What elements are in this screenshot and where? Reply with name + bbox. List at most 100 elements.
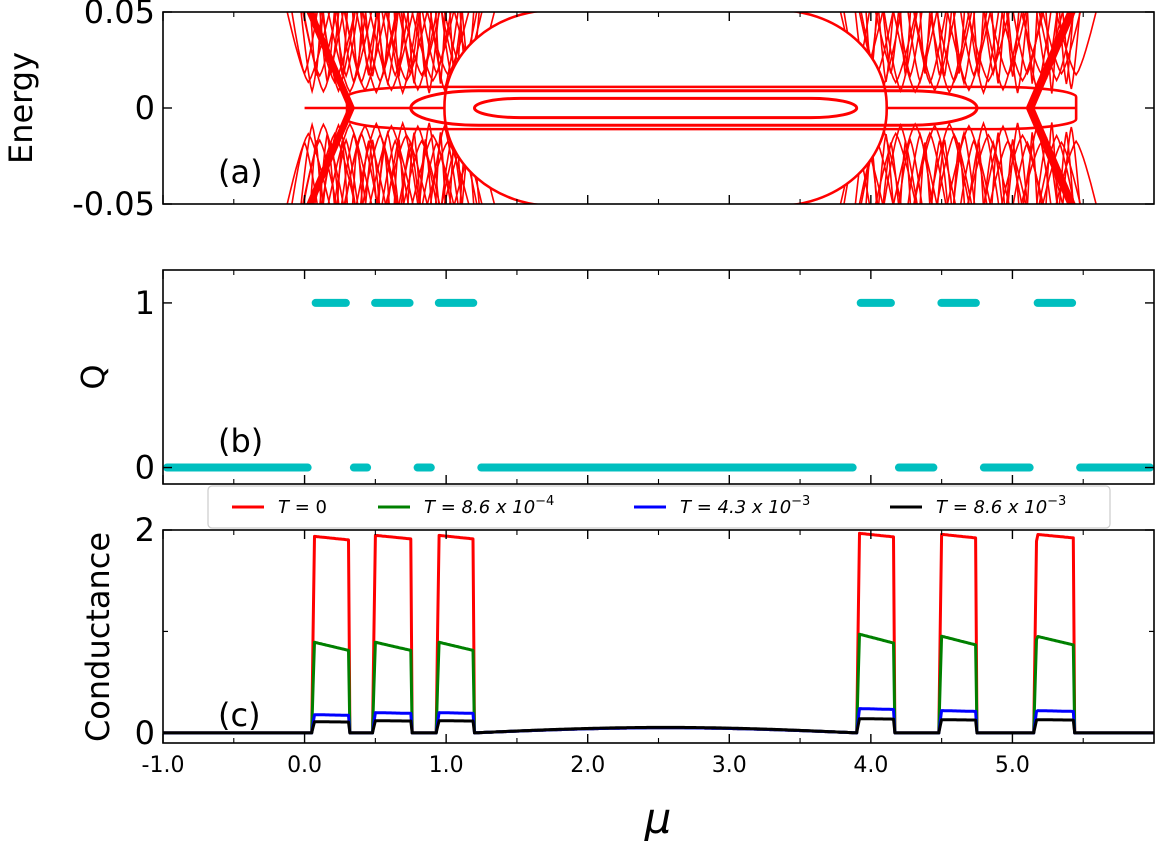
bulk-level-curve [309,12,322,76]
bulk-level-curve [1055,139,1097,204]
panel-c-annotation: (c) [218,696,261,734]
subgap-level-loop [472,96,859,120]
xtick-label-2: 1.0 [429,753,464,778]
legend-item-1: T = 8.6 x 10−4 [378,494,554,518]
bulk-level-curve [336,12,349,76]
bulk-level-curve [936,132,973,204]
legend-label-2: T = 4.3 x 10−3 [680,494,810,518]
bulk-level-curve [959,138,988,204]
bulk-level-curve [1042,12,1082,76]
panel-a-annotation: (a) [218,153,263,191]
bulk-level-curve [907,131,933,204]
legend-value: = 8.6 x 10 [435,497,535,518]
ytick-label-0: 0 [135,714,155,752]
bulk-level-curve [411,12,455,83]
bulk-level-curve [381,12,410,78]
legend-label-1: T = 8.6 x 10−4 [424,494,554,518]
bulk-level-curve [1045,122,1059,204]
energy-levels [286,12,1097,204]
conductance-series-3 [163,717,1154,735]
bulk-level-curve [321,122,356,204]
legend-value: = 4.3 x 10 [691,497,791,518]
bulk-level-curve [319,133,336,204]
bulk-level-curve [946,12,992,92]
ytick-label-1: 1 [135,284,155,322]
ytick-label-1: 2 [135,511,155,549]
ytick-label-2: 0.05 [84,0,155,31]
bulk-level-curve [333,12,359,79]
bulk-level-curve [361,12,399,84]
bulk-level-curve [1005,139,1020,204]
bulk-level-curve [1026,12,1038,84]
bulk-level-curve [991,132,1006,204]
bulk-level-curve [1007,12,1028,94]
panel-a-ylabel: Energy [2,52,40,164]
bulk-level-curve [400,139,421,204]
conductance-curves [163,531,1154,735]
panel-c-xlabel: μ [644,794,672,841]
legend-exponent: −3 [1047,494,1066,509]
panel-a-energy-spectrum: -0.05 0 0.05 Energy (a) [2,0,1155,223]
legend-item-3: T = 8.6 x 10−3 [890,494,1066,518]
ytick-label-0: -0.05 [72,185,155,223]
bulk-level-curve [336,140,349,204]
bulk-level-curve [426,139,470,204]
legend-symbol: T [680,497,693,518]
bulk-level-curve [1055,12,1097,77]
bulk-level-curve [1005,12,1020,77]
panel-b-ticks: 01 [135,270,1154,487]
bulk-level-curve [989,139,1027,204]
bulk-level-curve [411,133,455,204]
panel-b-frame [162,269,1155,485]
bulk-level-curve [983,139,1004,204]
legend-item-2: T = 4.3 x 10−3 [634,494,810,518]
xtick-label-0: -1.0 [142,753,185,778]
xtick-label-1: 0.0 [287,753,322,778]
bulk-level-curve [898,137,923,204]
bulk-level-curve [1026,132,1038,204]
legend-symbol: T [278,497,291,518]
legend-label-3: T = 8.6 x 10−3 [936,494,1066,518]
bulk-level-curve [919,142,931,204]
bulk-level-curve [385,133,428,204]
bulk-level-curve [426,12,470,77]
bulk-level-curve [1038,133,1075,204]
bulk-level-curve [407,132,422,204]
ytick-label-1: 0 [135,89,155,127]
legend-exponent: −3 [791,494,810,509]
outer-subgap-loop [345,85,1078,131]
legend-item-0: T = 0 [232,497,327,518]
subgap-level-loop [409,89,979,127]
bulk-level-curve [919,12,931,74]
bulk-level-curve [1042,140,1082,204]
panel-b-ylabel: Q [74,364,112,389]
bulk-level-curve [359,140,378,204]
panel-b-topological-charge: 01 Q (b) [74,269,1155,487]
legend-symbol: T [936,497,949,518]
panel-a-ticks: -0.05 0 0.05 [72,0,1154,223]
bulk-level-curve [966,133,1010,204]
bulk-level-curve [874,12,917,85]
bulk-level-curve [381,138,410,204]
bulk-level-curve [359,12,378,76]
legend-label-0: T = 0 [278,497,327,518]
panel-c-ylabel: Conductance [79,532,117,742]
bulk-level-curve [936,12,973,84]
bulk-level-curve [1007,122,1028,204]
bulk-level-curve [991,12,1006,84]
bulk-level-curve [1038,12,1075,83]
bulk-level-curve [874,131,917,204]
legend-exponent: −4 [535,494,554,509]
ytick-label-0: 0 [135,449,155,487]
bulk-level-curve [319,12,336,83]
bulk-level-curve [321,12,356,94]
xtick-label-5: 4.0 [853,753,888,778]
bulk-level-curve [946,124,992,204]
bulk-level-curve [989,12,1027,77]
bulk-level-curve [892,122,938,204]
legend-value: = 8.6 x 10 [947,497,1047,518]
